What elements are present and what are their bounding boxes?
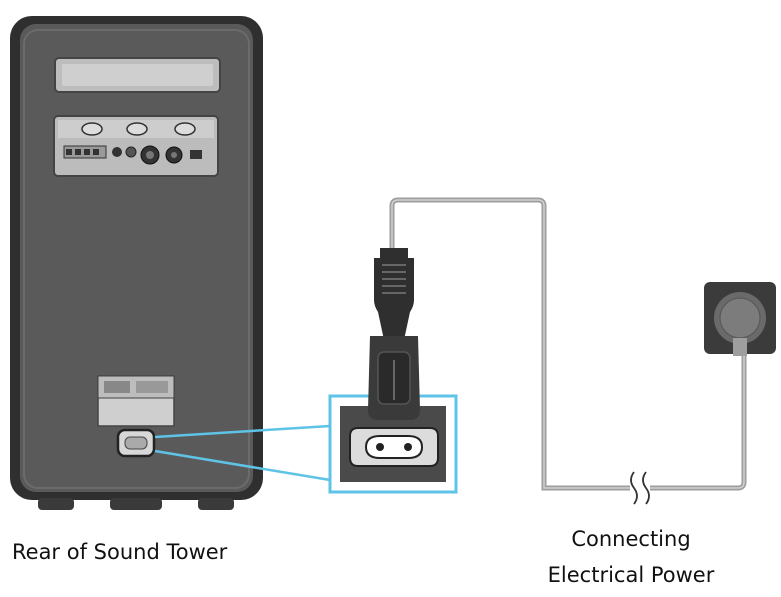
sound-tower-rear <box>10 16 263 510</box>
tower-power-socket <box>116 428 156 458</box>
tower-foot-center <box>110 498 162 510</box>
cable-break-icon <box>630 471 650 505</box>
caption-connecting-power: Connecting Electrical Power <box>520 521 742 593</box>
io-panel <box>53 115 219 177</box>
rating-label <box>97 375 175 427</box>
wall-outlet-icon <box>704 282 776 356</box>
caption-line-2: Electrical Power <box>547 563 715 587</box>
caption-rear-of-sound-tower: Rear of Sound Tower <box>12 540 228 564</box>
tower-foot-right <box>198 498 234 510</box>
figure-eight-inlet-icon <box>364 435 424 459</box>
callout-connector <box>154 424 331 482</box>
power-cable-to-outlet <box>650 352 747 491</box>
caption-line-1: Connecting <box>571 527 691 551</box>
tower-foot-left <box>38 498 74 510</box>
power-plug-icon <box>368 248 420 420</box>
